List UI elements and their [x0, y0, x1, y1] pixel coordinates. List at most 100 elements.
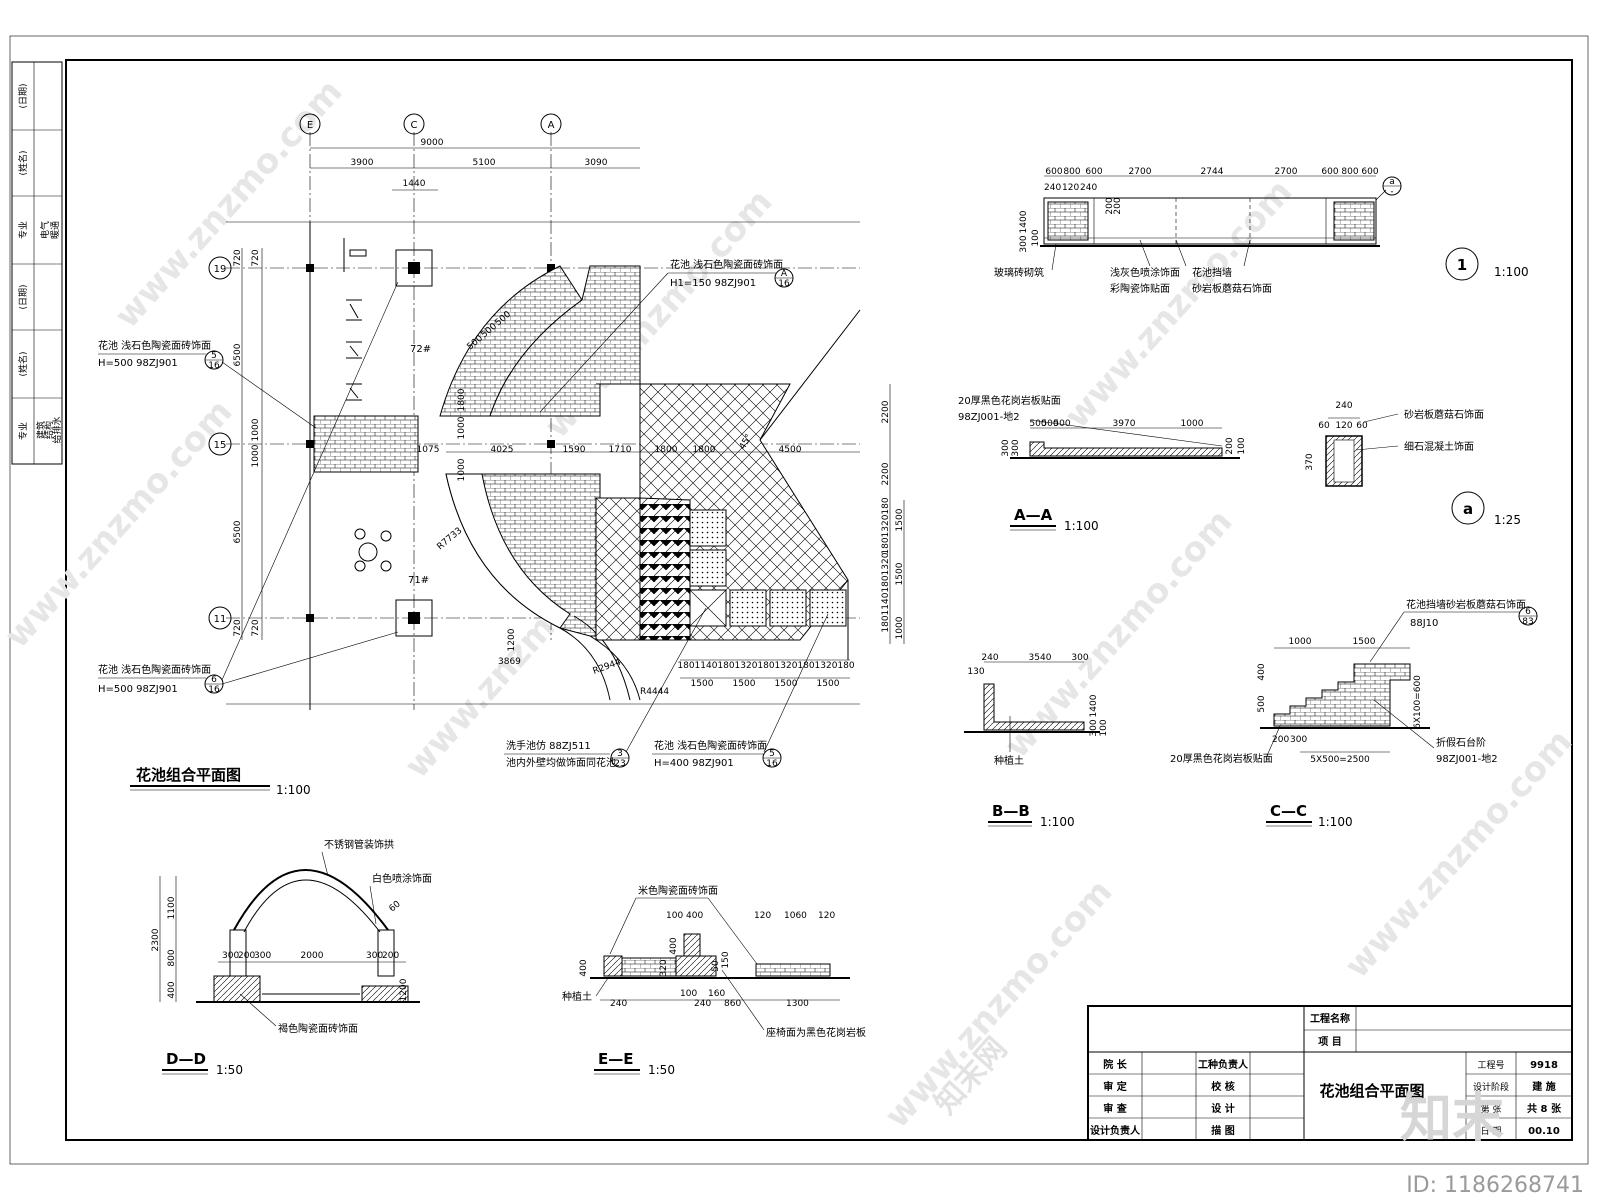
ee-planter-left — [603, 955, 623, 977]
dim: 180 — [757, 661, 774, 671]
dim: 3869 — [498, 657, 521, 667]
dim: 600 — [1085, 167, 1102, 177]
callout-ref: 16 — [208, 685, 220, 695]
tb-right-label: 第 张 — [1481, 1103, 1502, 1115]
axis-label-11: 11 — [214, 614, 227, 625]
callout-text: H=400 98ZJ901 — [654, 758, 734, 769]
dim: 4025 — [491, 445, 514, 455]
dim: 180 — [797, 661, 814, 671]
dim: 600 — [1361, 167, 1378, 177]
elev-circle-label: 1 — [1457, 256, 1467, 274]
paving-herringbone — [639, 497, 691, 641]
section-label: 种植土 — [562, 990, 592, 1003]
dim: 800 — [1341, 167, 1358, 177]
tb-right-value: 9918 — [1530, 1060, 1558, 1071]
dim: 300 — [1011, 439, 1021, 456]
callout-text: H=500 98ZJ901 — [98, 358, 178, 369]
axis-bubble-11 — [208, 606, 232, 630]
watermark-id: ID: 1186268741 — [1406, 1173, 1584, 1198]
section-label: 88J10 — [1410, 618, 1438, 629]
bb-section — [983, 683, 1085, 731]
callout-ref: 6 — [1525, 607, 1531, 617]
dim: 9000 — [421, 138, 444, 148]
dim: 120 — [1062, 183, 1079, 193]
section-label: 座椅面为黑色花岗岩板 — [766, 1026, 866, 1039]
axis-bubble-c — [403, 113, 425, 135]
dim: 2700 — [1129, 167, 1152, 177]
watermark-text: www.znzmo.com — [1057, 172, 1300, 436]
dim: 500 — [1053, 419, 1070, 429]
dim: 1000 — [895, 616, 905, 639]
dim: 2300 — [151, 928, 161, 951]
dim: 1320 — [881, 552, 891, 575]
dim: 2000 — [301, 951, 324, 961]
callout-ref: 16 — [766, 759, 778, 769]
dim: 200 — [238, 951, 255, 961]
dim: 1075 — [417, 445, 440, 455]
dim: 1200 — [399, 978, 409, 1001]
axis-label-c: C — [411, 120, 418, 131]
callout-ref: 6 — [211, 675, 217, 685]
detail-scale: 1:25 — [1494, 513, 1521, 527]
dim: 120 — [754, 911, 771, 921]
callout-text: 花池 浅石色陶瓷面砖饰面 — [98, 663, 211, 676]
dim: 1710 — [609, 445, 632, 455]
callout-ref: 23 — [614, 759, 625, 769]
dim: 1000 — [251, 444, 261, 467]
dim: 860 — [724, 999, 741, 1009]
tb-right-label: 日 期 — [1481, 1126, 1502, 1137]
tb-row-label: 审 定 — [1103, 1080, 1126, 1093]
plan-view: E C A 19 15 11 9000 3900 5100 3090 1440 … — [98, 113, 905, 797]
callout-ref: 5 — [211, 351, 217, 361]
side-item: 建筑 — [35, 421, 47, 439]
elev-label: 砂岩板蘑菇石饰面 — [1192, 282, 1272, 295]
dim: 100 — [1099, 719, 1109, 736]
dim: 500 — [1257, 695, 1267, 712]
arch-base-left — [213, 975, 261, 1003]
callout-ref: 5 — [769, 749, 775, 759]
section-title: B—B — [992, 802, 1030, 820]
axis-bubble-19 — [208, 256, 232, 280]
dim: 180 — [881, 537, 891, 554]
dim: 300 — [1089, 719, 1099, 736]
dim: 400 — [167, 981, 177, 998]
dim: 1500 — [895, 562, 905, 585]
dim: 1200 — [507, 628, 517, 651]
building-71-label: 71# — [408, 575, 429, 586]
dim: 1320 — [881, 514, 891, 537]
tb-item-label: 项 目 — [1318, 1036, 1341, 1048]
section-label: 折假石台阶 — [1436, 736, 1486, 749]
dim: 240 — [610, 999, 627, 1009]
dim: 3900 — [351, 158, 374, 168]
tb-row-label: 院 长 — [1103, 1058, 1127, 1071]
dim: 800 — [167, 949, 177, 966]
dim: 3090 — [585, 158, 608, 168]
section-label: 20厚黑色花岗岩板贴面 — [1170, 752, 1273, 765]
tb-right-value: 建 施 — [1531, 1080, 1555, 1093]
section-label: 种植土 — [994, 754, 1024, 767]
dim: R7733 — [436, 526, 465, 552]
section-label: 98ZJ001-地2 — [1436, 752, 1498, 765]
dim: 1000 — [457, 416, 467, 439]
elev-label: 玻璃砖砌筑 — [994, 266, 1044, 279]
dim: 1060 — [784, 911, 807, 921]
dim: 1000 — [1181, 419, 1204, 429]
dim: 1140 — [881, 592, 891, 615]
dim: 1800 — [693, 445, 716, 455]
dim: 300 — [254, 951, 271, 961]
dim: 4500 — [779, 445, 802, 455]
callout-text: 洗手池仿 88ZJ511 — [506, 739, 591, 752]
callout-text: 花池 浅石色陶瓷面砖饰面 — [654, 739, 767, 752]
dim: 1500 — [895, 508, 905, 531]
dim: 500 — [1029, 419, 1046, 429]
dim: 1320 — [815, 661, 838, 671]
dim: 320 — [659, 959, 669, 976]
tb-right-label: 工程号 — [1477, 1060, 1504, 1071]
dim: 5X500=2500 — [1310, 755, 1370, 765]
side-item: 暖通 — [49, 221, 61, 239]
section-label: 不锈钢管装饰拱 — [324, 838, 394, 851]
dim: 200 — [1113, 197, 1123, 214]
dim: R2944 — [592, 657, 623, 676]
ee-seat — [755, 963, 831, 977]
section-title: A—A — [1014, 506, 1053, 524]
